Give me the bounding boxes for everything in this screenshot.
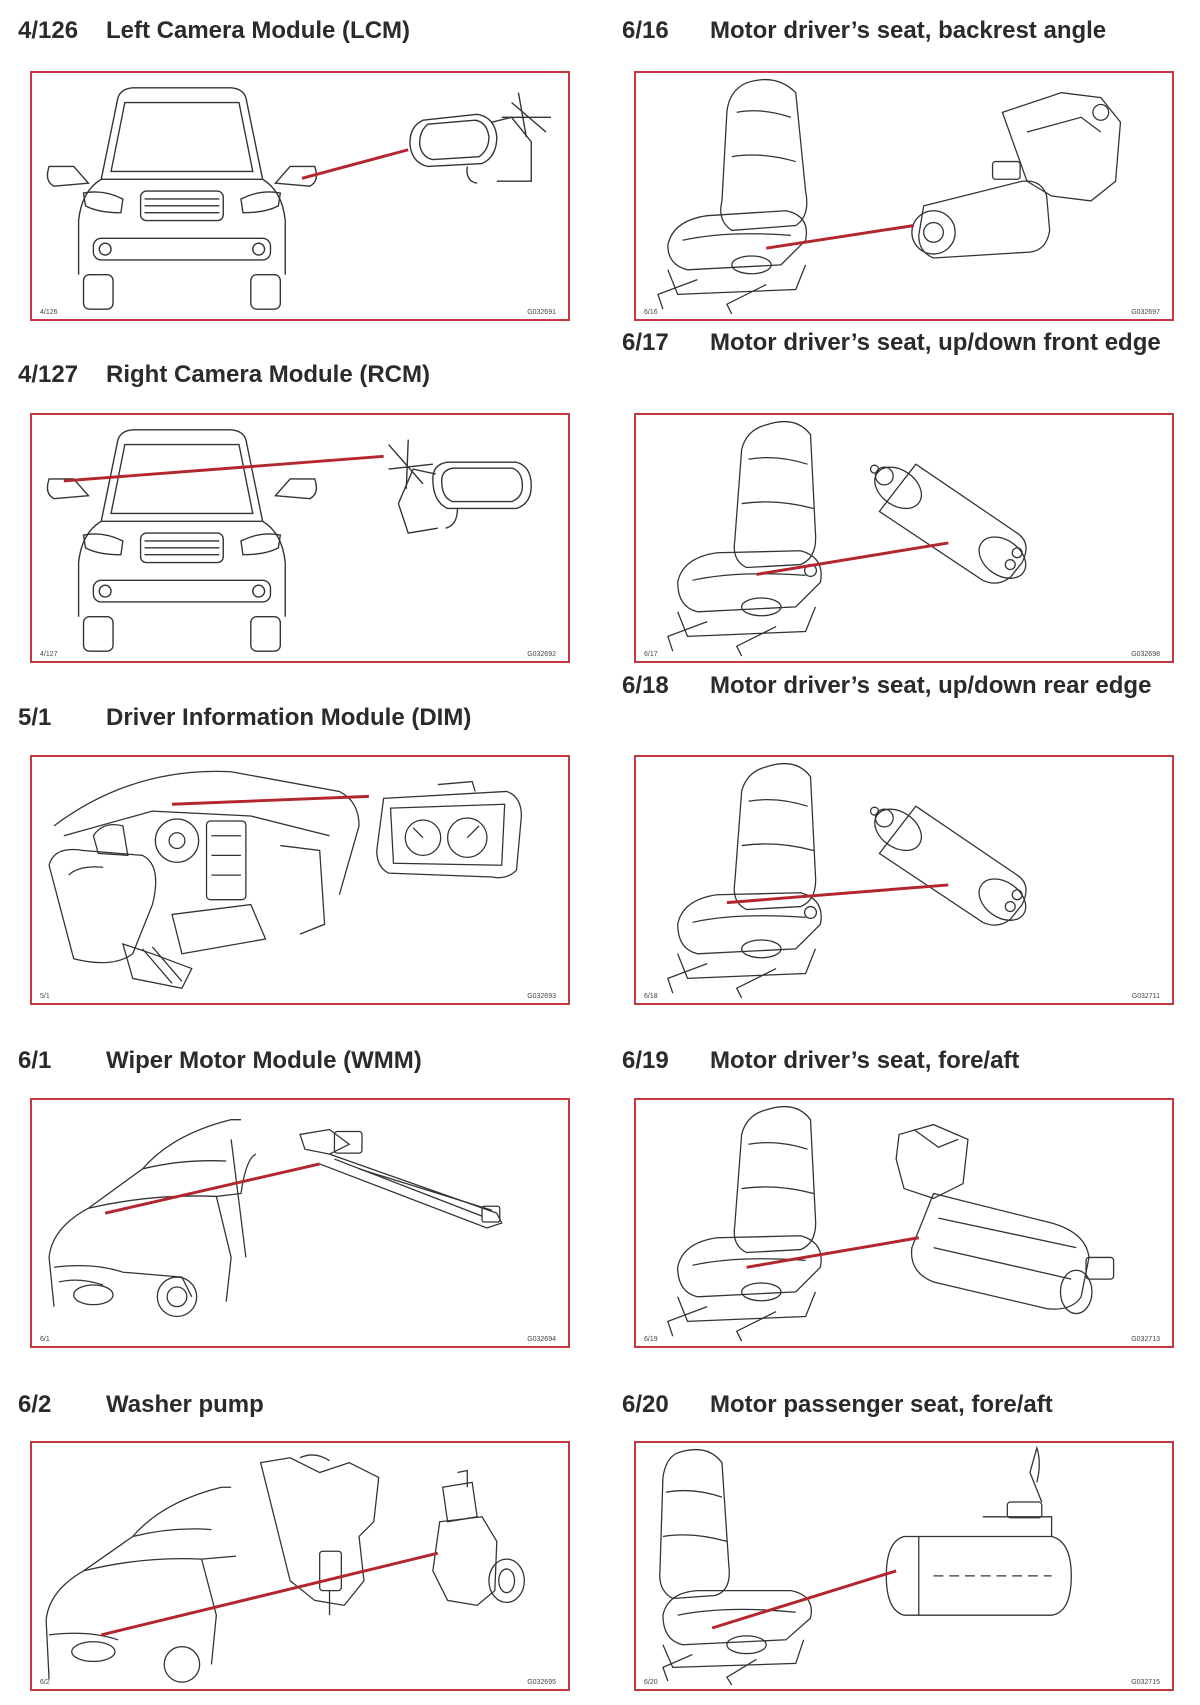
figure-reference-right: G032713 bbox=[1131, 1336, 1160, 1343]
seat-motor-cylinder-illustration bbox=[667, 420, 1027, 657]
component-code: 6/18 bbox=[622, 672, 669, 699]
figure-reference-right: G032693 bbox=[527, 993, 556, 1000]
component-title: Left Camera Module (LCM) bbox=[106, 17, 411, 44]
seat-motor-long-illustration bbox=[667, 1105, 1115, 1342]
component-title: Motor driver’s seat, up/down rear edge bbox=[710, 672, 1152, 699]
seat-motor-cylinder-illustration bbox=[667, 762, 1027, 999]
illustration-panel: 6/1 G032694 bbox=[30, 1098, 570, 1348]
seat-motor-thin-illustration bbox=[659, 1445, 1072, 1686]
figure-reference-right: G032715 bbox=[1131, 1679, 1160, 1686]
figure-reference-left: 6/16 bbox=[644, 309, 658, 316]
illustration-panel: 6/18 G032711 bbox=[634, 755, 1174, 1005]
component-code: 6/2 bbox=[18, 1391, 52, 1418]
component-code: 6/16 bbox=[622, 17, 669, 44]
component-code: 6/1 bbox=[18, 1047, 52, 1074]
figure-reference-right: G032698 bbox=[1131, 651, 1160, 658]
illustration-panel: 6/20 G032715 bbox=[634, 1441, 1174, 1691]
car-front-right-mirror-illustration bbox=[46, 429, 532, 652]
figure-reference-left: 6/1 bbox=[40, 1336, 50, 1343]
figure-reference-right: G032691 bbox=[527, 309, 556, 316]
figure-reference-left: 6/19 bbox=[644, 1336, 658, 1343]
figure-reference-left: 4/126 bbox=[40, 309, 58, 316]
figure-reference-left: 6/17 bbox=[644, 651, 658, 658]
component-title: Motor driver’s seat, fore/aft bbox=[710, 1047, 1020, 1074]
illustration-panel: 6/19 G032713 bbox=[634, 1098, 1174, 1348]
figure-reference-left: 6/18 bbox=[644, 993, 658, 1000]
component-code: 5/1 bbox=[18, 704, 52, 731]
illustration-panel: 4/127 G032692 bbox=[30, 413, 570, 663]
seat-motor-gearbox-illustration bbox=[657, 78, 1122, 315]
illustration-panel: 6/16 G032697 bbox=[634, 71, 1174, 321]
component-code: 4/126 bbox=[18, 17, 79, 44]
component-code: 4/127 bbox=[18, 361, 79, 388]
component-title: Motor passenger seat, fore/aft bbox=[710, 1391, 1053, 1418]
illustration-panel: 4/126 G032691 bbox=[30, 71, 570, 321]
figure-reference-left: 6/2 bbox=[40, 1679, 50, 1686]
figure-reference-left: 4/127 bbox=[40, 651, 58, 658]
component-code: 6/17 bbox=[622, 329, 669, 356]
component-code: 6/19 bbox=[622, 1047, 669, 1074]
component-title: Motor driver’s seat, up/down front edge bbox=[710, 329, 1161, 356]
illustration-panel: 5/1 G032693 bbox=[30, 755, 570, 1005]
component-title: Driver Information Module (DIM) bbox=[106, 704, 472, 731]
component-code: 6/20 bbox=[622, 1391, 669, 1418]
car-front-left-mirror-illustration bbox=[46, 87, 551, 310]
car-washer-reservoir-pump-illustration bbox=[45, 1454, 525, 1683]
car-wiper-linkage-illustration bbox=[48, 1119, 503, 1318]
figure-reference-right: G032692 bbox=[527, 651, 556, 658]
figure-reference-right: G032695 bbox=[527, 1679, 556, 1686]
component-title: Washer pump bbox=[106, 1391, 264, 1418]
figure-reference-left: 5/1 bbox=[40, 993, 50, 1000]
illustration-panel: 6/2 G032695 bbox=[30, 1441, 570, 1691]
illustration-panel: 6/17 G032698 bbox=[634, 413, 1174, 663]
figure-reference-right: G032711 bbox=[1131, 993, 1160, 1000]
figure-reference-left: 6/20 bbox=[644, 1679, 658, 1686]
component-title: Motor driver’s seat, backrest angle bbox=[710, 17, 1107, 44]
figure-reference-right: G032697 bbox=[1131, 309, 1160, 316]
dashboard-instrument-cluster-illustration bbox=[48, 770, 523, 989]
figure-reference-right: G032694 bbox=[527, 1336, 556, 1343]
component-title: Right Camera Module (RCM) bbox=[106, 361, 430, 388]
component-title: Wiper Motor Module (WMM) bbox=[106, 1047, 422, 1074]
